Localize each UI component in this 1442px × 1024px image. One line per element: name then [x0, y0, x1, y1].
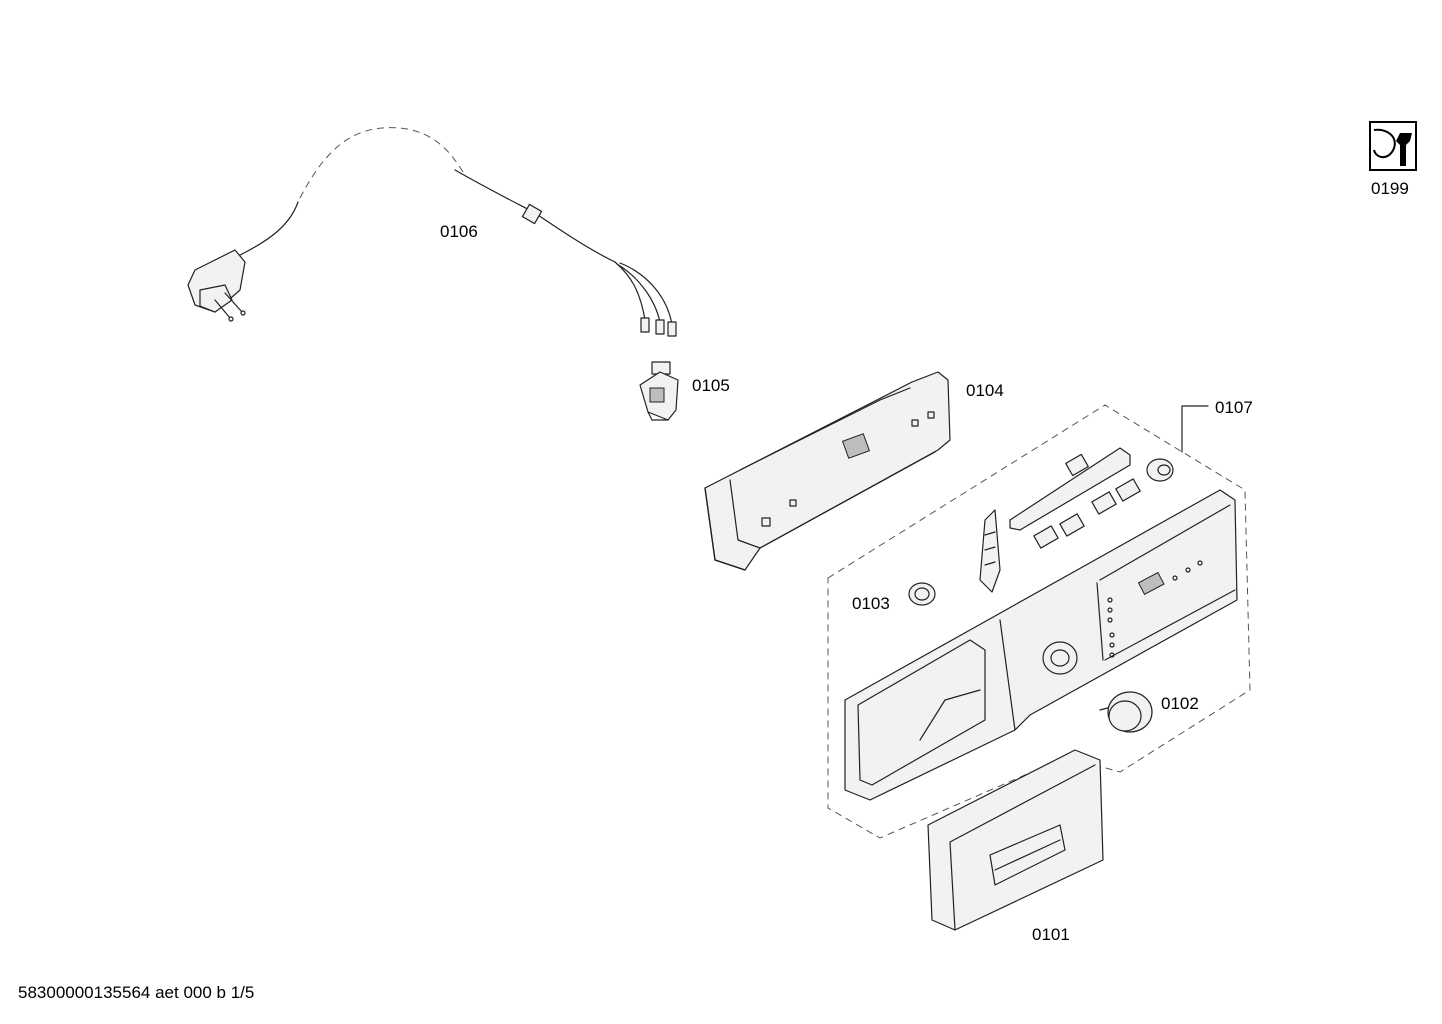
power-cord-part[interactable] [187, 127, 677, 337]
wrench-service-icon [1369, 121, 1417, 171]
button-part[interactable] [908, 582, 936, 606]
switch-carrier-part[interactable] [1009, 447, 1131, 531]
control-panel-fascia-part[interactable] [844, 489, 1238, 801]
group-0107-leader [1181, 405, 1209, 453]
part-label-0102: 0102 [1161, 694, 1199, 713]
rotary-knob-part[interactable] [1099, 691, 1153, 733]
detergent-drawer-front-part[interactable] [927, 749, 1104, 931]
connector-part[interactable] [639, 361, 679, 421]
part-label-0104: 0104 [966, 381, 1004, 400]
knob-cap-part[interactable] [1146, 458, 1174, 482]
switch-caps-part[interactable] [1033, 478, 1141, 549]
part-label-0199: 0199 [1371, 179, 1409, 198]
document-code: 58300000135564 aet 000 b 1/5 [18, 983, 255, 1002]
part-label-0106: 0106 [440, 222, 478, 241]
light-guide-part[interactable] [979, 509, 1001, 593]
part-label-0103: 0103 [852, 594, 890, 613]
part-label-0105: 0105 [692, 376, 730, 395]
part-label-0101: 0101 [1032, 925, 1070, 944]
electronic-module-part[interactable] [704, 371, 951, 571]
part-label-0107: 0107 [1215, 398, 1253, 417]
control-panel-group-boundary [827, 404, 1251, 839]
